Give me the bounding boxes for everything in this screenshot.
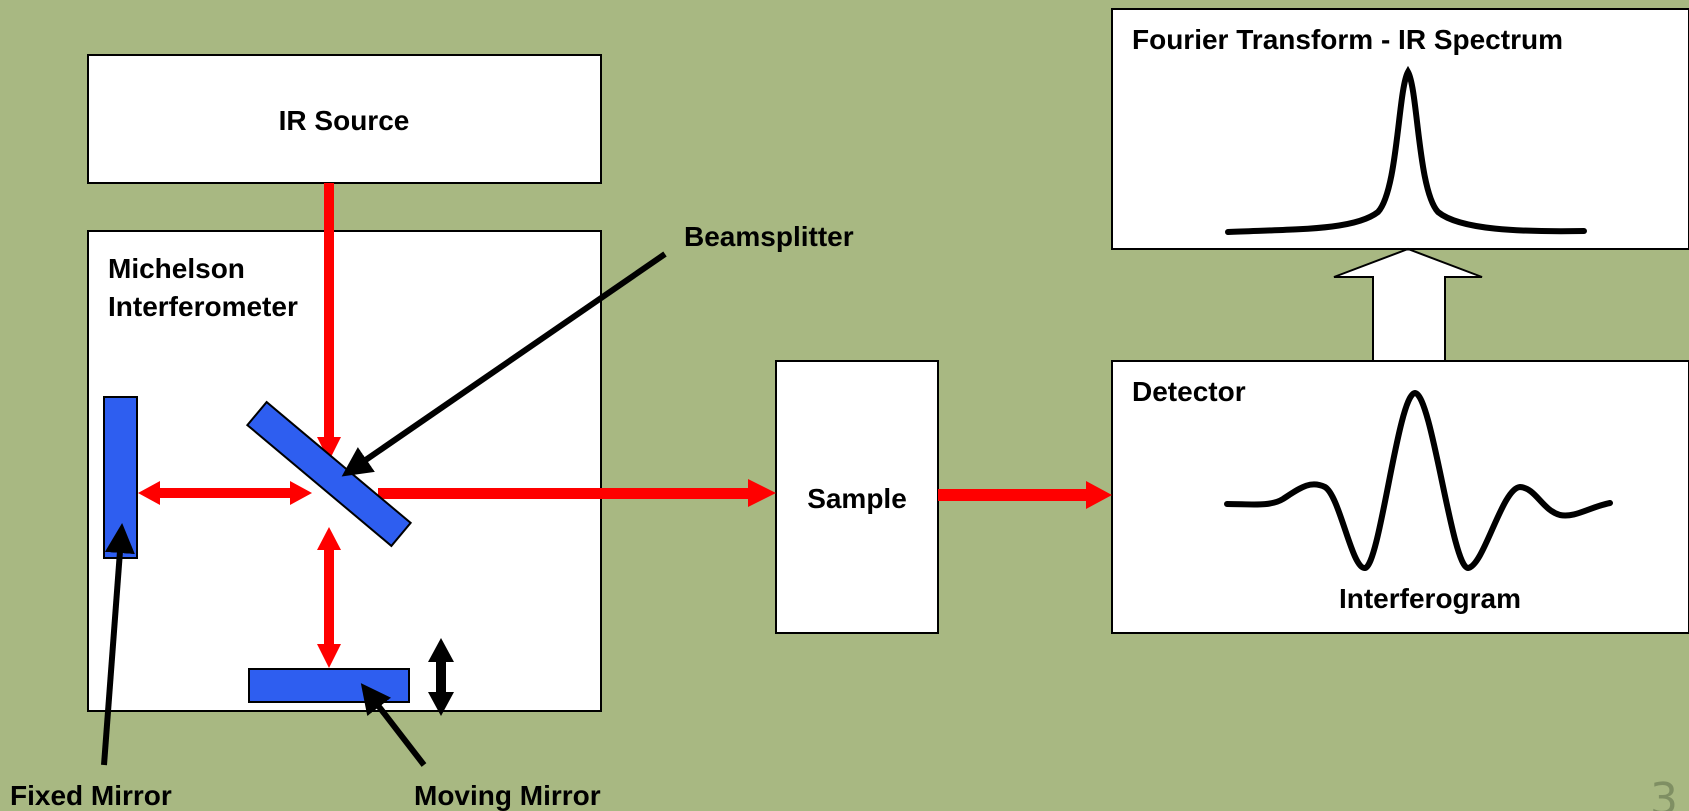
ir-source-label: IR Source (279, 105, 410, 136)
ir-source-box (87, 54, 602, 184)
interferogram-label: Interferogram (1339, 583, 1521, 614)
pointer-arrows (101, 251, 667, 767)
spectrum-curve (1225, 65, 1587, 235)
slide-number: 3 (1650, 774, 1678, 811)
moving-mirror-label: Moving Mirror (414, 780, 601, 811)
spectrum-title: Fourier Transform - IR Spectrum (1132, 24, 1563, 55)
interferometer-label-line2: Interferometer (108, 291, 298, 322)
interferometer-label-line1: Michelson (108, 253, 245, 284)
sample-box (775, 360, 939, 634)
fixed-mirror (103, 396, 138, 559)
beamsplitter (245, 400, 413, 548)
detector-label: Detector (1132, 376, 1246, 407)
sample-label: Sample (807, 483, 907, 514)
fixed-mirror-label: Fixed Mirror (10, 780, 172, 811)
beamsplitter-label: Beamsplitter (684, 221, 854, 252)
movement-arrow (428, 638, 454, 716)
interferogram-curve (1224, 389, 1613, 572)
beam-paths (138, 183, 1112, 668)
transform-arrow (1333, 247, 1483, 362)
moving-mirror (248, 668, 410, 703)
detector-box (1111, 360, 1689, 634)
